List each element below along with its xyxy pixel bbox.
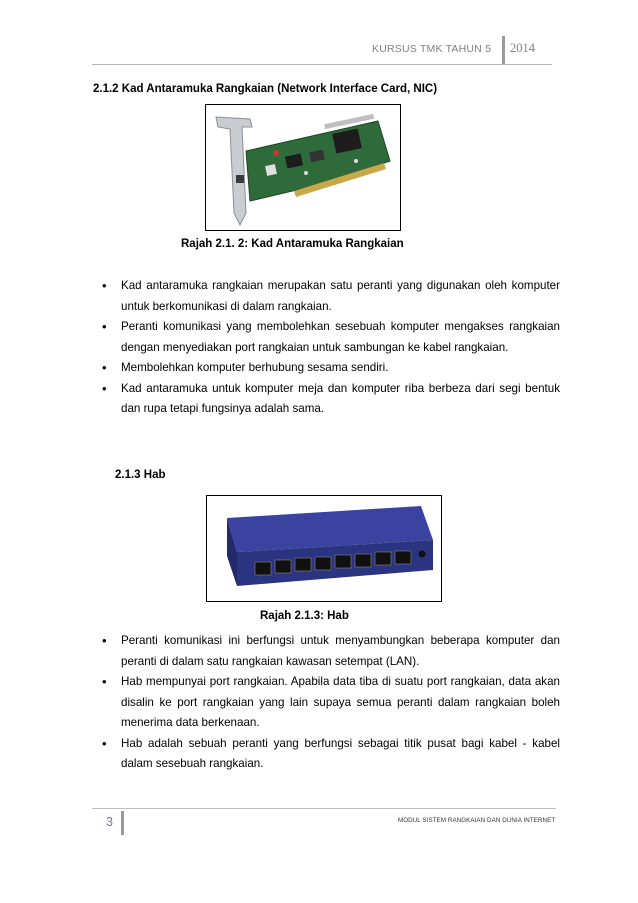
bullet-icon: •	[102, 360, 107, 375]
network-hub-icon	[227, 506, 433, 586]
bullet-icon: •	[102, 278, 107, 293]
footer-rule	[92, 808, 556, 809]
footer-title: MODUL SISTEM RANGKAIAN DAN DUNIA INTERNE…	[398, 817, 556, 824]
bullet-icon: •	[102, 319, 107, 334]
footer-divider	[121, 811, 124, 835]
bullet-icon: •	[102, 674, 107, 689]
section-heading-nic: 2.1.2 Kad Antaramuka Rangkaian (Network …	[93, 83, 438, 95]
bullet-list-hub: •Peranti komunikasi ini berfungsi untuk …	[100, 631, 560, 775]
header-rule	[92, 64, 552, 65]
page-number: 3	[106, 815, 113, 829]
list-item: •Membolehkan komputer berhubung sesama s…	[100, 358, 560, 379]
list-item: •Peranti komunikasi yang membolehkan ses…	[102, 319, 560, 354]
header-year: 2014	[510, 41, 535, 55]
list-item: •Peranti komunikasi ini berfungsi untuk …	[102, 633, 560, 668]
list-item: •Hab adalah sebuah peranti yang berfungs…	[102, 735, 560, 771]
figure-hub	[206, 495, 442, 602]
bullet-icon: •	[102, 380, 107, 396]
caption-hub: Rajah 2.1.3: Hab	[260, 610, 349, 622]
bullet-icon: •	[102, 735, 107, 751]
header-title: KURSUS TMK TAHUN 5	[372, 43, 492, 55]
list-item: •Hab mempunyai port rangkaian. Apabila d…	[102, 674, 560, 729]
bullet-icon: •	[102, 633, 107, 648]
figure-nic	[205, 104, 401, 231]
bullet-list-nic: •Kad antaramuka rangkaian merupakan satu…	[100, 276, 560, 420]
network-interface-card-icon	[215, 113, 391, 227]
header-divider	[502, 36, 505, 64]
list-item: •Kad antaramuka rangkaian merupakan satu…	[102, 278, 560, 313]
list-item: •Kad antaramuka untuk komputer meja dan …	[102, 380, 560, 416]
caption-nic: Rajah 2.1. 2: Kad Antaramuka Rangkaian	[181, 238, 404, 250]
section-heading-hub: 2.1.3 Hab	[115, 469, 166, 481]
